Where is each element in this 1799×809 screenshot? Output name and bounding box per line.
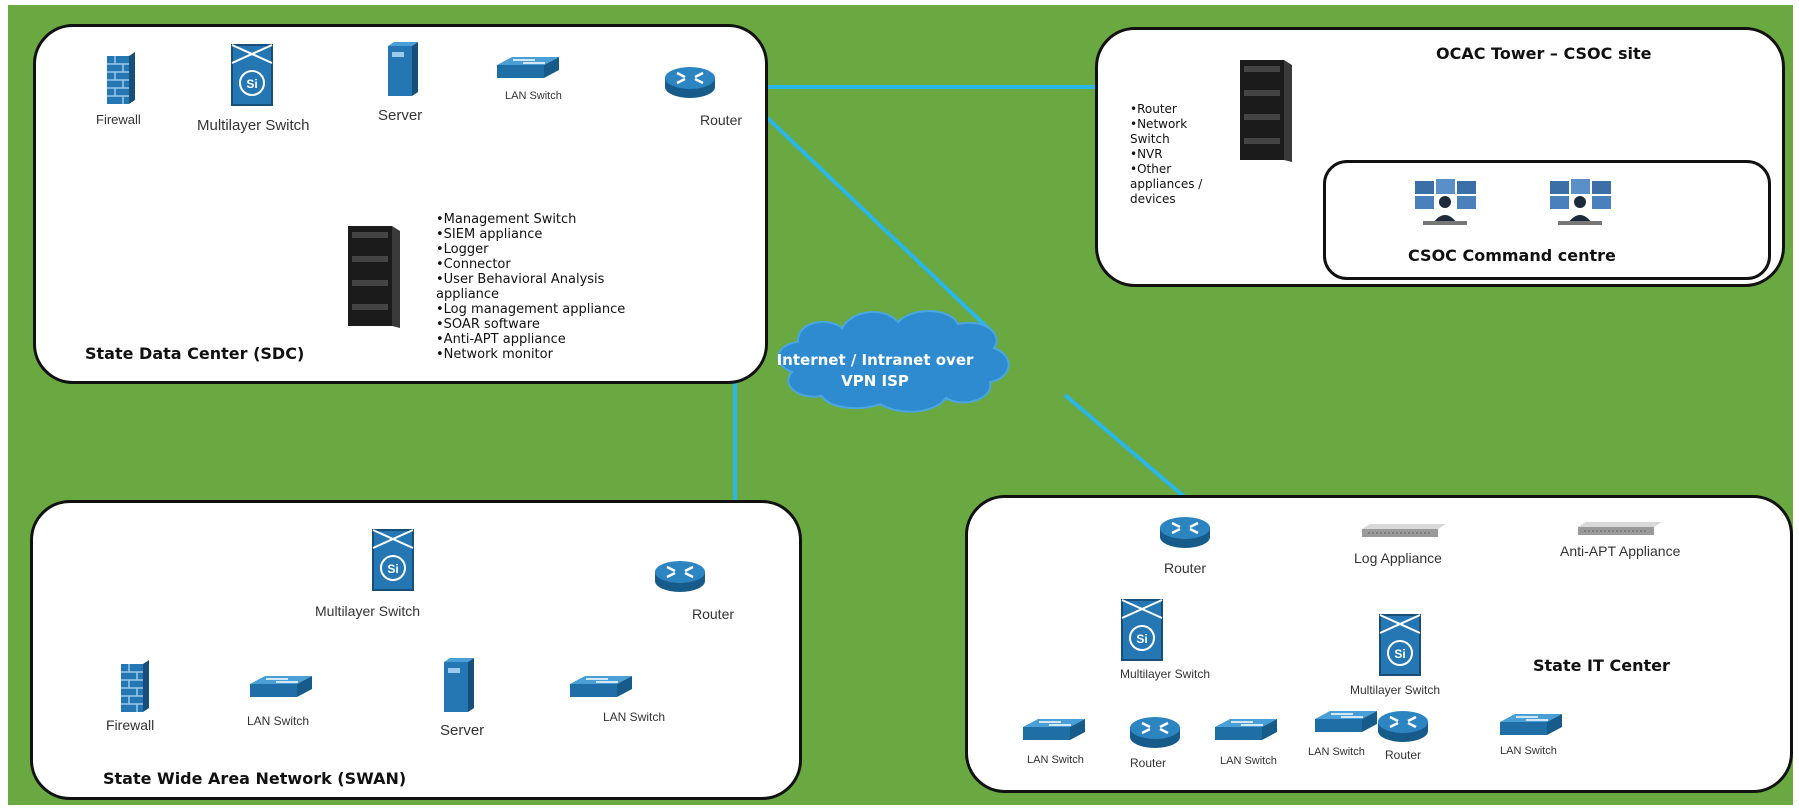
sitc-lan-switch-label: LAN Switch [1027,754,1084,766]
csoc-command-centre-label: CSOC Command centre [1408,246,1616,265]
sitc-lan-switch-label: LAN Switch [1500,745,1557,757]
rack-item: Network Switch [1130,117,1225,147]
rack-item: Other appliances / devices [1130,162,1225,207]
rack-item: SIEM appliance [436,227,641,242]
swan-server-icon [444,658,474,712]
sdc-rack-items: Management Switch SIEM appliance Logger … [436,212,641,362]
log-appliance-label: Log Appliance [1354,550,1442,566]
sitc-multilayer-switch-icon [1121,599,1163,661]
rack-item: User Behavioral Analysis appliance [436,272,641,302]
log-appliance-icon [1361,523,1447,538]
sdc-lan-switch-icon [496,56,560,79]
rack-item: SOAR software [436,317,641,332]
sitc-lan-switch-icon [1314,710,1378,733]
sitc-router-icon [1376,709,1430,744]
swan-server-label: Server [440,722,485,739]
csoc-title: OCAC Tower – CSOC site [1436,44,1652,63]
swan-title: State Wide Area Network (SWAN) [103,769,407,788]
sitc-router-label: Router [1164,560,1207,576]
sitc-multilayer-switch-label: Multilayer Switch [1120,667,1211,681]
rack-item: Network monitor [436,347,641,362]
cloud-label: Internet / Intranet over VPN ISP [755,350,995,392]
cloud-label-line1: Internet / Intranet over [776,351,974,369]
operator-workstation-icon [1550,179,1611,225]
cloud-icon [777,309,1010,413]
rack-item: Anti-APT appliance [436,332,641,347]
sitc-multilayer-switch-icon [1379,614,1421,676]
csoc-rack-icon [1240,60,1292,162]
anti-apt-appliance-label: Anti-APT Appliance [1560,543,1681,559]
swan-multilayer-switch-icon [372,529,414,591]
rack-item: Management Switch [436,212,641,227]
rack-item: Connector [436,257,641,272]
sitc-router-label: Router [1130,756,1167,770]
sitc-lan-switch-label: LAN Switch [1220,755,1277,767]
sdc-title: State Data Center (SDC) [85,344,305,363]
sitc-router-icon [1128,715,1182,750]
swan-firewall-icon [120,659,150,713]
sitc-router-icon [1158,515,1212,550]
sdc-lan-switch-label: LAN Switch [505,90,562,102]
sitc-lan-switch-icon [1214,718,1278,741]
csoc-command-centre-panel [1323,160,1771,280]
sdc-firewall-label: Firewall [96,112,141,127]
swan-panel [30,500,802,800]
csoc-rack-items: Router Network Switch NVR Other applianc… [1130,102,1225,207]
swan-router-label: Router [692,606,735,622]
cloud-label-line2: VPN ISP [841,372,909,390]
sdc-router-label: Router [700,112,743,128]
rack-item: Log management appliance [436,302,641,317]
sdc-multilayer-switch-label: Multilayer Switch [197,117,310,134]
sitc-lan-switch-label: LAN Switch [1308,746,1365,758]
sdc-firewall-icon [106,51,136,105]
rack-item: NVR [1130,147,1225,162]
swan-lan-switch-icon [569,675,633,698]
swan-router-icon [653,559,707,594]
rack-item: Router [1130,102,1225,117]
sitc-lan-switch-icon [1022,718,1086,741]
swan-multilayer-switch-label: Multilayer Switch [315,603,421,619]
sitc-multilayer-switch-label: Multilayer Switch [1350,683,1441,697]
sdc-multilayer-switch-icon [231,44,273,106]
swan-lan-switch-label: LAN Switch [603,710,666,724]
sitc-title: State IT Center [1533,656,1670,675]
sdc-router-icon [663,65,717,100]
swan-firewall-label: Firewall [106,717,155,733]
operator-workstation-icon [1415,179,1476,225]
swan-lan-switch-icon [249,675,313,698]
sitc-lan-switch-icon [1499,713,1563,736]
sitc-router-label: Router [1385,748,1422,762]
rack-item: Logger [436,242,641,257]
anti-apt-appliance-icon [1577,521,1663,536]
swan-lan-switch-label: LAN Switch [247,714,310,728]
sdc-rack-icon [348,226,400,328]
sdc-server-label: Server [378,107,423,124]
sdc-server-icon [388,42,418,96]
